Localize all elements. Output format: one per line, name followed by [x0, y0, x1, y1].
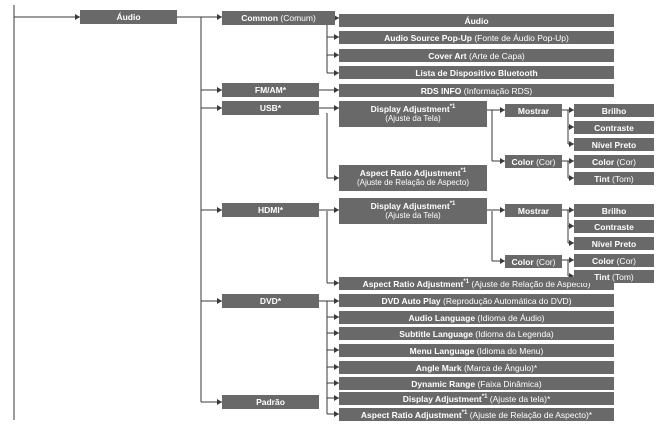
- arrow-head: [334, 280, 339, 286]
- arrow-head: [217, 207, 222, 213]
- arrow-head: [334, 364, 339, 370]
- arrow-head: [217, 399, 222, 405]
- dvd-item: Menu Language (Idioma do Menu): [339, 344, 614, 357]
- branch-common: Common (Comum): [222, 11, 335, 25]
- hdmi-display-adjustment: Display Adjustment*1 (Ajuste da Tela): [339, 198, 487, 224]
- arrow-head: [334, 207, 339, 213]
- arrow-head: [334, 175, 339, 181]
- fmam-label: FM/AM*: [254, 85, 287, 95]
- arrow-head: [500, 107, 505, 113]
- hdmi-mostrar-item: Nível Preto: [574, 237, 654, 250]
- arrow-head: [569, 107, 574, 113]
- arrow-head: [334, 330, 339, 336]
- dvd-item: DVD Auto Play (Reprodução Automática do …: [339, 294, 614, 307]
- dvd-item: Subtitle Language (Idioma da Legenda): [339, 327, 614, 340]
- usb-display-adjustment: Display Adjustment*1 (Ajuste da Tela): [339, 101, 487, 127]
- arrow-head: [569, 240, 574, 246]
- usb-mostrar-item: Nível Preto: [574, 138, 654, 151]
- arrow-head: [569, 158, 574, 164]
- root-audio-label: Áudio: [116, 12, 141, 22]
- arrow-head: [334, 70, 339, 76]
- arrow-head: [217, 87, 222, 93]
- common-label: Common: [241, 13, 279, 23]
- arrow-head: [334, 395, 339, 401]
- usb-color-item: Tint (Tom): [574, 172, 654, 185]
- arrow-head: [334, 52, 339, 58]
- arrow-head: [334, 314, 339, 320]
- dvd-label: DVD*: [259, 296, 282, 306]
- usb-label: USB*: [259, 103, 282, 113]
- dvd-item: Display Adjustment*1 (Ajuste da tela)*: [339, 392, 614, 405]
- branch-fmam: FM/AM*: [222, 83, 319, 97]
- hdmi-label: HDMI*: [257, 205, 284, 215]
- arrow-head: [334, 87, 339, 93]
- arrow-head: [217, 298, 222, 304]
- hdmi-mostrar: Mostrar: [505, 204, 562, 217]
- arrow-head: [75, 14, 80, 20]
- branch-padrao: Padrão: [222, 395, 319, 409]
- usb-mostrar-item: Contraste: [574, 121, 654, 134]
- hdmi-mostrar-item: Contraste: [574, 220, 654, 233]
- arrow-head: [569, 223, 574, 229]
- usb-color: Color (Cor): [505, 155, 562, 168]
- dvd-item: Aspect Ratio Adjustment*1 (Ajuste de Rel…: [339, 408, 614, 421]
- hdmi-color: Color (Cor): [505, 255, 562, 268]
- usb-mostrar: Mostrar: [505, 104, 562, 117]
- branch-hdmi: HDMI*: [222, 203, 319, 217]
- common-item: Audio Source Pop-Up (Fonte de Áudio Pop-…: [339, 31, 614, 44]
- usb-color-item: Color (Cor): [574, 155, 654, 168]
- hdmi-color-item: Tint (Tom): [574, 270, 654, 283]
- common-item: Cover Art (Arte de Capa): [339, 49, 614, 62]
- arrow-head: [334, 411, 339, 417]
- dvd-item: Audio Language (Idioma de Áudio): [339, 311, 614, 324]
- arrow-head: [334, 347, 339, 353]
- arrow-head: [334, 105, 339, 111]
- hdmi-color-item: Color (Cor): [574, 254, 654, 267]
- branch-dvd: DVD*: [222, 294, 319, 308]
- arrow-head: [569, 141, 574, 147]
- fmam-item: RDS INFO (Informação RDS): [339, 84, 614, 97]
- dvd-item: Angle Mark (Marca de Ângulo)*: [339, 361, 614, 374]
- common-item: Lista de Dispositivo Bluetooth: [339, 66, 614, 79]
- arrow-head: [334, 380, 339, 386]
- arrow-head: [334, 15, 339, 21]
- common-label-pt: (Comum): [278, 13, 316, 23]
- arrow-head: [334, 34, 339, 40]
- hdmi-mostrar-item: Brilho: [574, 204, 654, 217]
- usb-mostrar-item: Brilho: [574, 104, 654, 117]
- arrow-head: [500, 158, 505, 164]
- arrow-head: [569, 207, 574, 213]
- arrow-head: [334, 298, 339, 304]
- padrao-label: Padrão: [256, 397, 285, 407]
- usb-aspect-ratio: Aspect Ratio Adjustment*1 (Ajuste de Rel…: [339, 165, 487, 191]
- common-item: Áudio: [339, 14, 614, 27]
- arrow-head: [500, 258, 505, 264]
- arrow-head: [569, 124, 574, 130]
- arrow-head: [500, 207, 505, 213]
- arrow-head: [569, 257, 574, 263]
- hdmi-aspect-ratio: Aspect Ratio Adjustment*1 (Ajuste de Rel…: [339, 277, 614, 290]
- branch-usb: USB*: [222, 101, 319, 115]
- arrow-head: [217, 105, 222, 111]
- dvd-item: Dynamic Range (Faixa Dinâmica): [339, 377, 614, 390]
- arrow-head: [217, 14, 222, 20]
- root-audio: Áudio: [80, 10, 177, 24]
- arrow-head: [569, 175, 574, 181]
